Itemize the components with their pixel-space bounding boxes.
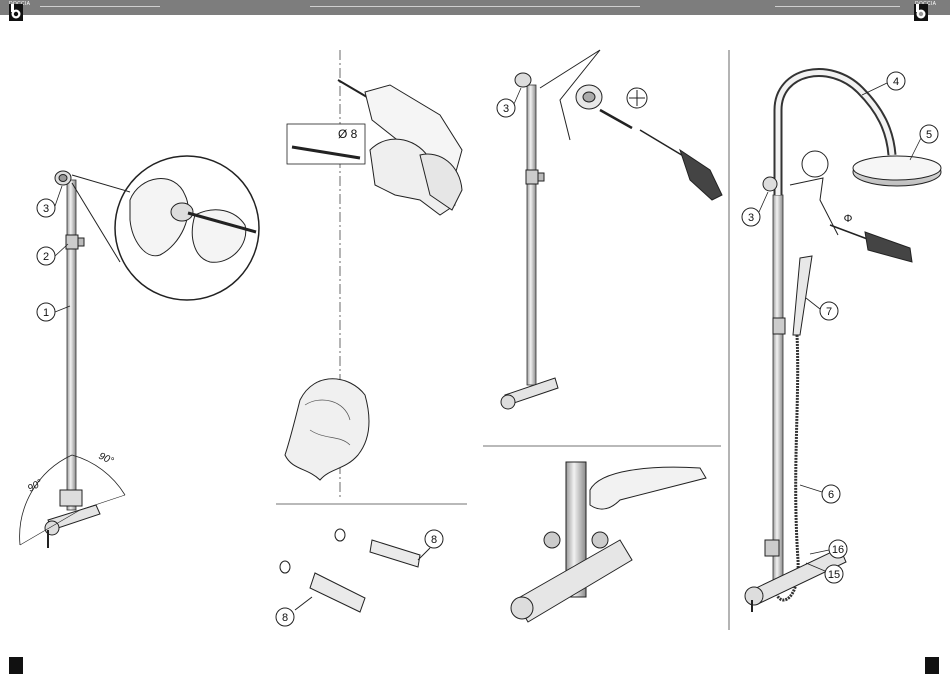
callout-4: 4 bbox=[862, 72, 905, 95]
screwdriver-symbol: Φ bbox=[844, 213, 853, 225]
panel-2-drilling bbox=[280, 50, 462, 612]
callout-8a: 8 bbox=[425, 530, 443, 548]
callout-8b: 8 bbox=[276, 608, 294, 626]
callout-5: 5 bbox=[910, 125, 938, 160]
callout-3c: 3 bbox=[742, 192, 768, 226]
callout-label: 6 bbox=[828, 489, 834, 501]
angle-label-left: 90° bbox=[26, 478, 45, 495]
callout-3a: 3 bbox=[37, 186, 62, 217]
callout-label: 3 bbox=[748, 212, 754, 224]
angle-label-right: 90° bbox=[97, 451, 115, 467]
drill-bit-diameter-label: Ø 8 bbox=[338, 127, 358, 141]
panel-1-column-assembly bbox=[20, 156, 259, 548]
callout-1: 1 bbox=[37, 303, 70, 321]
callout-label: 3 bbox=[43, 203, 49, 215]
callout-6: 6 bbox=[800, 485, 840, 503]
callout-7: 7 bbox=[806, 298, 838, 320]
callout-label: 8 bbox=[282, 612, 288, 624]
panel-4-complete-set bbox=[745, 73, 941, 612]
callout-2: 2 bbox=[37, 244, 68, 265]
callout-label: 4 bbox=[893, 76, 899, 88]
callout-label: 2 bbox=[43, 251, 49, 263]
callout-label: 3 bbox=[503, 103, 509, 115]
callout-label: 15 bbox=[828, 569, 840, 581]
callout-label: 7 bbox=[826, 306, 832, 318]
callout-label: 1 bbox=[43, 307, 49, 319]
callout-label: 8 bbox=[431, 534, 437, 546]
callout-label: 5 bbox=[926, 129, 932, 141]
callout-3b: 3 bbox=[497, 88, 521, 117]
panel-3-fixing bbox=[501, 50, 722, 622]
callout-label: 16 bbox=[832, 544, 844, 556]
